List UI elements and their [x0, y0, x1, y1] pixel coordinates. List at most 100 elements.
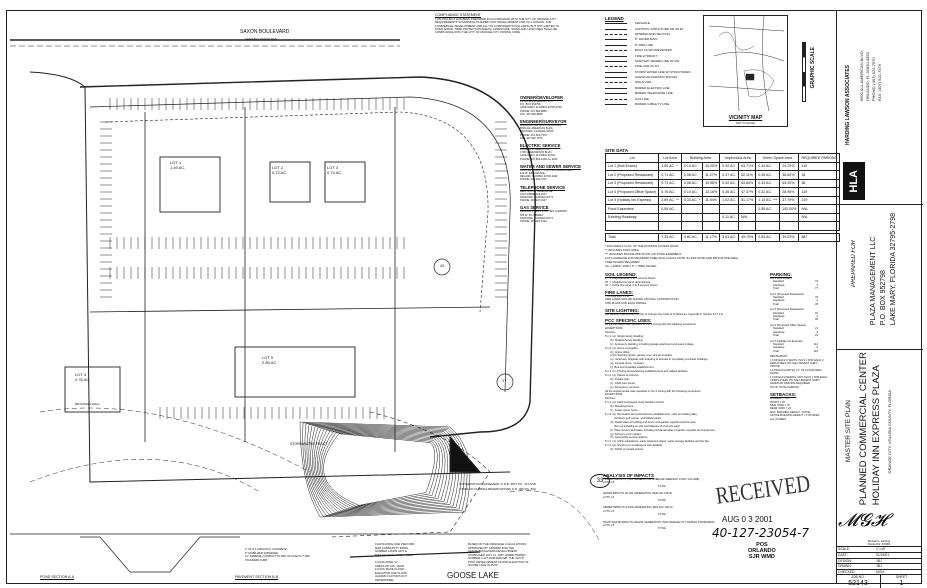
parking-row-value: 77: [815, 287, 818, 291]
table-cell: 0.26 AC.: [755, 170, 781, 180]
conservation-easement-hatch: [449, 435, 482, 473]
field-value: 1"=40': [876, 547, 886, 552]
setbacks-section: SETBACKS:GATEWAY = 50'FRONT = 25'SIDE YA…: [770, 392, 832, 421]
table-cell: 119: [798, 187, 841, 197]
contact-line: LAKE MARY, FLORIDA 32795-2798: [520, 106, 562, 110]
table-cell: 0.81 AC.: [680, 232, 704, 242]
section-line: SITE PLANS FOR EACH PARCEL.: [605, 301, 648, 305]
section-title: PCC SPECIFIC USES:: [605, 318, 652, 324]
section-line: (e) Emergency services.: [605, 385, 640, 389]
legend-label: MANHOLE: [635, 21, 650, 26]
table-cell: Lot 4 (Proposed Office Space): [604, 187, 660, 197]
engineer-line: Michael G. Harding: [867, 540, 891, 543]
hla-logo: HLA: [843, 162, 865, 200]
title-block-field: DESIGN:JBJ: [836, 557, 922, 564]
parking-row-label: Total: [773, 349, 779, 353]
section-line: 5.1.2 (a) Home occupation.: [605, 346, 639, 350]
legend-symbol-icon: [605, 71, 627, 73]
contour-line: [320, 431, 441, 508]
lot-2-building: [269, 161, 311, 203]
section-line: (c)(3) Sporting goods, games, toys, and …: [605, 354, 673, 358]
section-line: EXCEPTIONS:: [605, 393, 624, 397]
section-title: SOIL LEGEND:: [605, 272, 637, 277]
section-line: (c) Foster group home.: [605, 409, 639, 413]
table-cell: 1.52 AC.: [719, 195, 740, 205]
section-line: miniature golf course, and billiard parl…: [605, 416, 662, 420]
field-label: SCALE:: [838, 547, 851, 552]
table-cell: [702, 221, 721, 231]
table-cell: 36: [798, 178, 841, 188]
parking-row-label: Total: [773, 287, 779, 291]
table-cell: 37.79%: [779, 195, 800, 205]
compliance-statement: COMPLIANCE STATEMENT THIS PROJECT HAS BE…: [435, 13, 560, 35]
parking-row-label: Handicap: [773, 299, 785, 303]
legend-item: STORM WATER LINE W/ STRUCTURES: [605, 70, 690, 75]
impact-lots: LOTS 1-5: [603, 481, 615, 485]
parking-rule: HANDICAP PARKING REQUIRED: [770, 382, 810, 386]
legend-symbol-icon: [605, 39, 627, 41]
section-line: (f) Plant nursery and sales, including i…: [605, 428, 716, 432]
sheet-label: SHEET: [895, 575, 908, 580]
legend-symbol-icon: [605, 104, 627, 106]
table-cell: 49.79%: [738, 232, 757, 242]
drainage-note-line: GOOSE LAKE IS 25.00.: [468, 563, 499, 567]
impact-lots: LOTS 1-5: [603, 524, 615, 528]
title-block: HARDING LAWSON ASSOCIATES 6500 ALL AMERI…: [836, 10, 923, 584]
contact-line: PHONE: 407-322-1442: [520, 220, 547, 224]
table-cell: 1.13 AC. ***: [755, 195, 781, 205]
table-cell: 45.20%: [779, 178, 800, 188]
table-cell: 0.36 AC.: [719, 187, 740, 197]
setback-line: FRONT = 25': [770, 400, 786, 404]
section-line: (o) Veterinary hospitals with boarding o…: [605, 358, 709, 362]
legend-label: 8" FIRE LINE: [635, 42, 653, 47]
legend-label: STORM WATER LINE W/ STRUCTURES: [635, 69, 691, 74]
legend-item: GAS LINE: [605, 96, 690, 101]
vicinity-map: VICINITY MAP NOT TO SCALE: [703, 15, 788, 127]
table-row: Lot 5 (Holiday Inn Express)2.89 AC. **0.…: [604, 195, 841, 205]
setback-line: SIDE YARD = 10': [770, 404, 791, 407]
stamp-office-line: ORLANDO: [748, 548, 776, 554]
west-boundary: [29, 71, 511, 483]
stamp-office-line: POS: [756, 542, 768, 548]
flood-note-line: ELEVATION AND FLOOD: [375, 570, 408, 575]
table-row: Lot 1 (Bob Evans)1.50 AC. *0.14 AC.10.00…: [604, 161, 841, 171]
field-label: CHECKED:: [838, 569, 856, 574]
parking-row-value: 21: [815, 327, 818, 331]
contact-line: 505 W. 5th STREET: [520, 213, 544, 217]
legend-label: FIRE HYDRANT: [635, 53, 658, 58]
setback-line: REAR YARD = 10': [770, 407, 792, 411]
table-cell: 34: [798, 170, 841, 180]
table-cell: 0.33 AC. *: [680, 195, 704, 205]
section-line: 5.1.3 (1) Utility substations, water tre…: [605, 440, 710, 444]
table-cell: 0.08 AC.: [680, 178, 704, 188]
field-label: DRAWN:: [838, 564, 852, 569]
table-cell: [738, 204, 757, 214]
table-cell: [680, 204, 704, 214]
table-cell: [779, 221, 800, 231]
legend-item: FIRE LINE W/ FH: [605, 64, 690, 69]
setback-line: ALL OTHERS: [770, 417, 787, 421]
table-cell: 39.03%: [779, 232, 800, 242]
pavement-note: STANDARD CURB: [245, 558, 268, 562]
setback-line: MAX. BUILDING HEIGHT - HOTEL: [770, 410, 811, 414]
contact-line: PHONE: 407-829-1000 ext.3204: [520, 157, 558, 161]
legend-symbol-icon: [605, 98, 627, 100]
field-value: JBJ: [876, 558, 882, 563]
parking-row-value: 114: [813, 342, 818, 346]
table-cell: 10.00%: [702, 161, 721, 171]
table-cell: 11.27%: [702, 170, 721, 180]
lot-3-building: [324, 161, 366, 203]
contact-title: OWNER/DEVELOPER: [520, 95, 564, 100]
table-cell: Existing Roadway: [604, 212, 660, 222]
flood-note-line: FLOOD. BASE FLOOD: [375, 567, 405, 571]
parking-row-value: 2: [816, 330, 819, 334]
soil-section: SOIL LEGEND:17 = Daytona sand, 0 to 5 pe…: [605, 272, 770, 288]
site-data-note: LOT 5 ACREAGE FOR REQUIRED TREE INCH CAL…: [605, 256, 739, 260]
pavement-section-title: PAVEMENT SECTION B-B: [235, 575, 279, 579]
